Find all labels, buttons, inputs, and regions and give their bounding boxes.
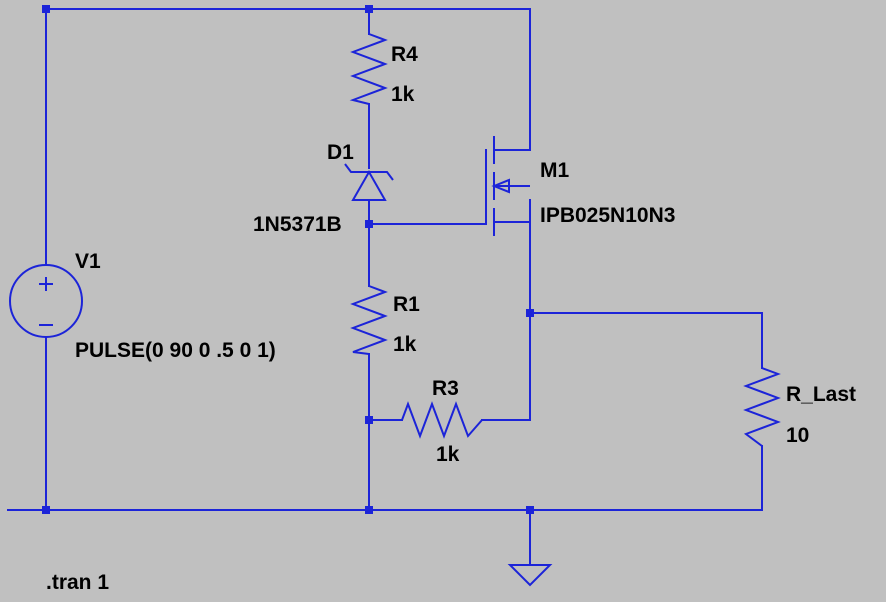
d1-value-label: 1N5371B	[253, 213, 342, 236]
junction-node	[365, 506, 373, 514]
junction-node	[526, 506, 534, 514]
r1-name-label: R1	[393, 293, 420, 316]
r1-value-label: 1k	[393, 333, 417, 356]
wire-gate	[368, 149, 487, 225]
wires	[7, 8, 763, 566]
junction-nodes	[42, 5, 534, 514]
r4-name-label: R4	[391, 43, 418, 66]
ground-symbol[interactable]	[507, 564, 553, 587]
junction-node	[365, 416, 373, 424]
resistor-r1[interactable]	[350, 285, 388, 355]
mosfet-m1[interactable]	[485, 136, 531, 236]
v1-name-label: V1	[75, 250, 101, 273]
resistor-r-last[interactable]	[743, 367, 781, 447]
junction-node	[42, 506, 50, 514]
resistor-r4[interactable]	[349, 33, 388, 105]
m1-value-label: IPB025N10N3	[540, 204, 675, 227]
v1-value-label: PULSE(0 90 0 .5 0 1)	[75, 339, 276, 362]
r4-value-label: 1k	[391, 83, 415, 106]
zener-diode-d1[interactable]	[344, 163, 394, 201]
junction-node	[526, 309, 534, 317]
r-last-name-label: R_Last	[786, 383, 856, 406]
junction-node	[365, 5, 373, 13]
tran-directive[interactable]: .tran 1	[46, 571, 109, 594]
wire-top-rail	[45, 8, 531, 151]
m1-name-label: M1	[540, 159, 569, 182]
r-last-value-label: 10	[786, 424, 809, 447]
r3-value-label: 1k	[436, 443, 460, 466]
junction-node	[365, 220, 373, 228]
voltage-source-v1[interactable]	[9, 264, 83, 338]
wire-to-rlast	[529, 312, 763, 369]
r3-name-label: R3	[432, 377, 459, 400]
d1-name-label: D1	[327, 141, 354, 164]
resistor-r3[interactable]	[401, 401, 483, 439]
junction-node	[42, 5, 50, 13]
